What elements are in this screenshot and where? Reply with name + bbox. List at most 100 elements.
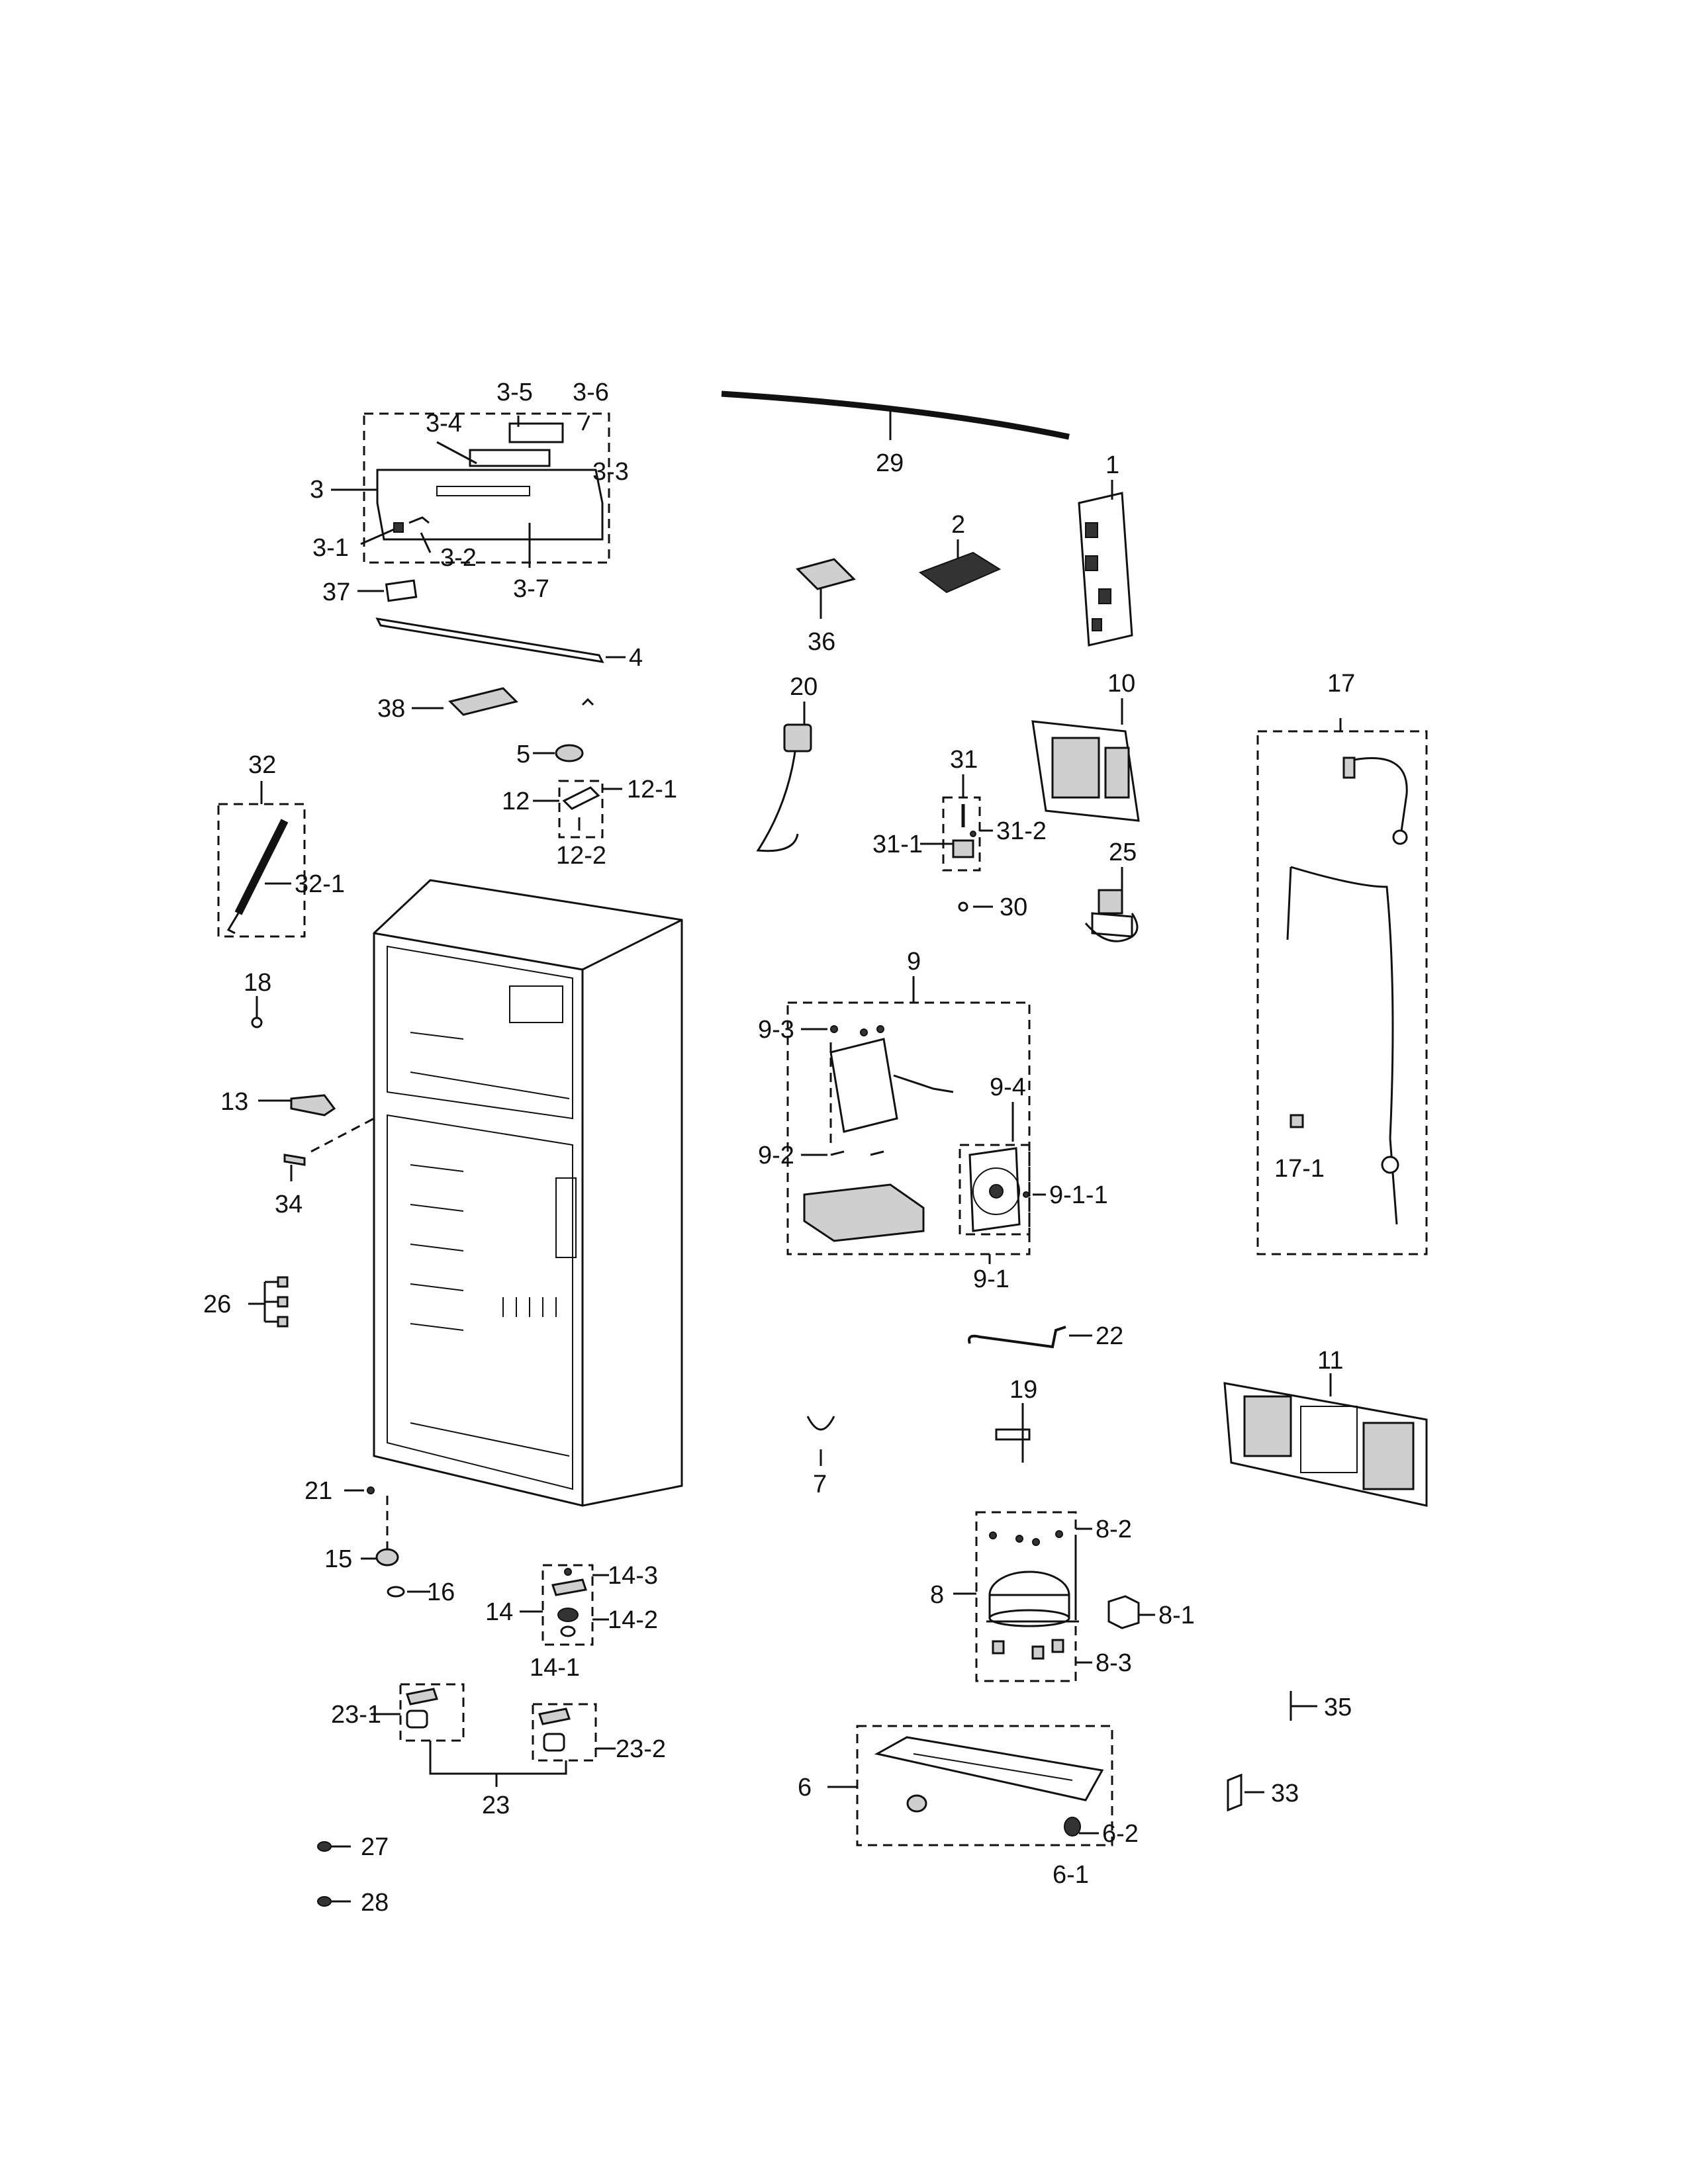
part-7-shape bbox=[806, 1416, 835, 1431]
part-31-shape bbox=[952, 839, 974, 858]
label-34: 34 bbox=[275, 1191, 303, 1218]
part-29-shape bbox=[721, 390, 1070, 440]
label-27: 27 bbox=[361, 1833, 389, 1861]
control-panel-assembly bbox=[363, 412, 610, 564]
label-31-1: 31-1 bbox=[872, 831, 923, 858]
label-31: 31 bbox=[950, 746, 978, 774]
part-6-shape bbox=[874, 1736, 1104, 1837]
part-32-shape bbox=[234, 819, 289, 915]
part-9-2-shape bbox=[830, 1150, 884, 1156]
part-26-shape bbox=[248, 1276, 289, 1328]
part-16-shape bbox=[387, 1586, 405, 1598]
label-12: 12 bbox=[502, 788, 530, 815]
label-12-2: 12-2 bbox=[556, 842, 606, 870]
label-9: 9 bbox=[907, 948, 921, 976]
part-15-shape bbox=[375, 1548, 399, 1567]
label-3-4: 3-4 bbox=[426, 410, 462, 437]
label-5: 5 bbox=[516, 741, 530, 768]
part-34-shape bbox=[283, 1154, 306, 1166]
part-labels: 3-5 3-6 3-4 3-3 3 3-1 3-2 3-7 37 4 38 5 … bbox=[203, 379, 1355, 1917]
label-26: 26 bbox=[203, 1291, 231, 1318]
label-35: 35 bbox=[1324, 1694, 1352, 1721]
part-21-shape bbox=[367, 1486, 375, 1494]
part-28-shape bbox=[317, 1896, 332, 1907]
label-31-2: 31-2 bbox=[996, 817, 1047, 845]
label-15: 15 bbox=[324, 1545, 352, 1573]
part-13-shape bbox=[290, 1094, 336, 1116]
label-19: 19 bbox=[1009, 1376, 1037, 1404]
part-20-shape bbox=[756, 723, 812, 852]
part-37-shape bbox=[385, 579, 418, 602]
label-9-2: 9-2 bbox=[758, 1142, 794, 1169]
part-19-shape bbox=[995, 1428, 1031, 1441]
label-22: 22 bbox=[1096, 1322, 1123, 1350]
label-14-2: 14-2 bbox=[608, 1606, 658, 1634]
label-1: 1 bbox=[1105, 451, 1119, 479]
part-25-shape bbox=[1084, 889, 1139, 942]
part-17-1-shape bbox=[1289, 1114, 1304, 1128]
label-9-3: 9-3 bbox=[758, 1016, 794, 1044]
label-37: 37 bbox=[322, 578, 350, 606]
part-38-shape bbox=[448, 687, 518, 716]
label-30: 30 bbox=[1000, 893, 1027, 921]
part-4-shape bbox=[375, 617, 604, 663]
label-2: 2 bbox=[951, 511, 965, 539]
label-14-3: 14-3 bbox=[608, 1562, 658, 1590]
label-8-3: 8-3 bbox=[1096, 1649, 1132, 1677]
label-16: 16 bbox=[427, 1578, 455, 1606]
label-14-1: 14-1 bbox=[530, 1654, 580, 1682]
part-5-shape bbox=[555, 744, 584, 762]
label-3-7: 3-7 bbox=[513, 575, 549, 603]
label-4: 4 bbox=[629, 644, 643, 672]
label-20: 20 bbox=[790, 673, 818, 701]
label-6-2: 6-2 bbox=[1102, 1820, 1139, 1848]
part-18-shape bbox=[251, 1017, 263, 1028]
label-9-1-1: 9-1-1 bbox=[1049, 1181, 1108, 1209]
label-3-2: 3-2 bbox=[440, 544, 477, 572]
part-23-1-shape bbox=[406, 1688, 438, 1706]
label-28: 28 bbox=[361, 1889, 389, 1917]
label-17: 17 bbox=[1327, 670, 1355, 698]
label-8-1: 8-1 bbox=[1158, 1602, 1195, 1629]
part-23-2-shape bbox=[538, 1707, 571, 1725]
label-23-1: 23-1 bbox=[331, 1701, 381, 1729]
label-21: 21 bbox=[305, 1477, 332, 1505]
part-10-shape bbox=[1031, 720, 1140, 822]
label-3: 3 bbox=[310, 476, 324, 504]
label-9-4: 9-4 bbox=[990, 1073, 1026, 1101]
label-17-1: 17-1 bbox=[1274, 1155, 1325, 1183]
label-10: 10 bbox=[1107, 670, 1135, 698]
part-30-shape bbox=[958, 901, 968, 912]
label-23-2: 23-2 bbox=[616, 1735, 666, 1763]
part-2-shape bbox=[918, 551, 1002, 594]
label-14: 14 bbox=[485, 1598, 513, 1626]
label-6: 6 bbox=[798, 1774, 812, 1801]
part-22-shape bbox=[968, 1326, 1066, 1349]
part-17-shape bbox=[1286, 756, 1408, 1225]
label-33: 33 bbox=[1271, 1780, 1299, 1807]
label-13: 13 bbox=[220, 1088, 248, 1116]
label-12-1: 12-1 bbox=[627, 776, 677, 803]
part-8-shape bbox=[986, 1530, 1079, 1660]
label-32: 32 bbox=[248, 751, 276, 779]
part-14-shape bbox=[551, 1578, 587, 1596]
label-38: 38 bbox=[377, 695, 405, 723]
refrigerator-cabinet bbox=[373, 879, 683, 1507]
label-6-1: 6-1 bbox=[1053, 1861, 1089, 1889]
label-8: 8 bbox=[930, 1581, 944, 1609]
label-23: 23 bbox=[482, 1792, 510, 1819]
label-3-5: 3-5 bbox=[496, 379, 533, 406]
label-8-2: 8-2 bbox=[1096, 1516, 1132, 1543]
part-27-shape bbox=[317, 1841, 332, 1852]
label-29: 29 bbox=[876, 449, 904, 477]
label-3-6: 3-6 bbox=[573, 379, 609, 406]
label-32-1: 32-1 bbox=[295, 870, 345, 898]
part-12-shape bbox=[562, 786, 600, 810]
label-7: 7 bbox=[813, 1471, 827, 1498]
label-25: 25 bbox=[1109, 839, 1137, 866]
label-11: 11 bbox=[1317, 1347, 1343, 1375]
part-9-3-shape bbox=[829, 1025, 954, 1133]
label-3-1: 3-1 bbox=[312, 534, 349, 562]
part-8-1-shape bbox=[1107, 1595, 1140, 1629]
